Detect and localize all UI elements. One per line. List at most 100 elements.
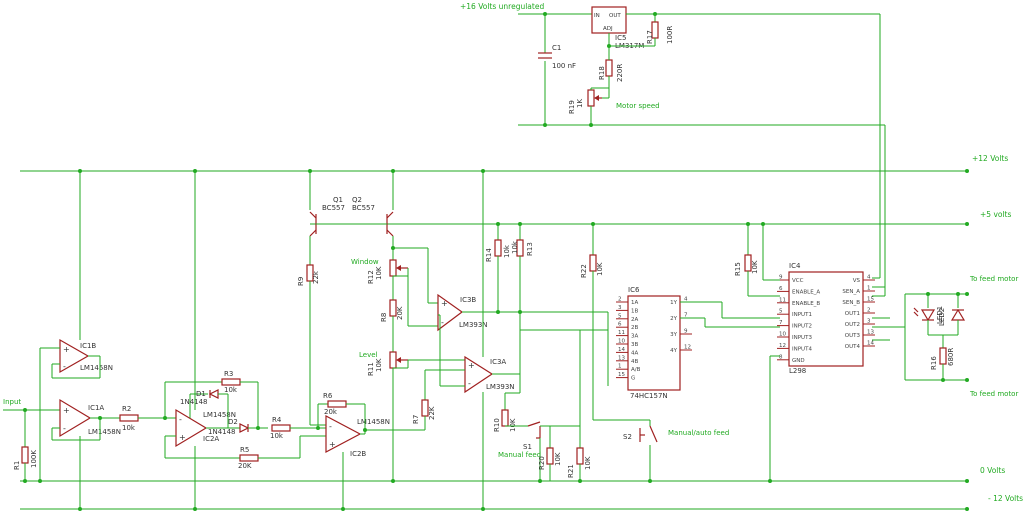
- svg-text:IC1A: IC1A: [88, 404, 104, 412]
- pin-name: 4A: [631, 350, 638, 356]
- svg-text:S2: S2: [623, 433, 632, 441]
- level-label: Level: [359, 351, 378, 359]
- svg-text:-: -: [179, 415, 182, 424]
- pin-number: 4: [867, 275, 871, 281]
- pin-number: 10: [618, 339, 625, 345]
- pin-name: 3Y: [670, 332, 677, 338]
- diode-d1: D1 1N4148: [180, 389, 219, 406]
- svg-text:LM1458N: LM1458N: [357, 418, 390, 426]
- svg-text:IC3B: IC3B: [460, 296, 476, 304]
- rectifier-section: - + IC2A LM1458N R3 10k D1 1N4148 D2: [163, 169, 326, 511]
- svg-text:Q2: Q2: [352, 196, 362, 204]
- svg-text:R17: R17: [646, 30, 654, 44]
- manual-feed-label: Manual feed: [498, 451, 541, 459]
- svg-text:10K: 10K: [375, 358, 383, 372]
- svg-text:ADJ: ADJ: [603, 26, 613, 32]
- pin-name: 1A: [631, 300, 638, 306]
- motor-speed-label: Motor speed: [616, 102, 660, 110]
- manual-auto-switch-s2[interactable]: S2 Manual/auto feed: [623, 425, 729, 443]
- svg-text:100R: 100R: [666, 26, 674, 44]
- pin-number: 6: [779, 286, 783, 292]
- svg-text:100 nF: 100 nF: [552, 62, 576, 70]
- pin-name: VCC: [792, 278, 804, 284]
- svg-text:BC557: BC557: [322, 204, 345, 212]
- svg-text:LED1: LED1: [936, 306, 944, 324]
- pin-number: 14: [618, 347, 625, 353]
- svg-text:OUT: OUT: [609, 13, 621, 19]
- svg-text:R15: R15: [734, 262, 742, 276]
- rail-end-dot: [965, 222, 969, 226]
- comparator-ic3a: + - IC3A LM393N: [464, 355, 515, 394]
- svg-text:-: -: [63, 424, 66, 433]
- opamp-ic2a: - + IC2A LM1458N: [175, 408, 236, 448]
- pin-number: 3: [618, 305, 622, 311]
- pin-name: INPUT3: [792, 335, 812, 341]
- pin-number: 10: [779, 332, 786, 338]
- svg-text:20K: 20K: [238, 462, 252, 470]
- pin-number: 8: [779, 354, 783, 360]
- opamp-ic1b: + - IC1B LM1458N: [59, 338, 113, 374]
- pin-name: 2A: [631, 317, 638, 323]
- pin-name: 1B: [631, 308, 638, 314]
- svg-text:LM393N: LM393N: [486, 383, 515, 391]
- svg-text:R4: R4: [272, 416, 282, 424]
- svg-text:20k: 20k: [324, 408, 338, 416]
- svg-text:R6: R6: [323, 392, 333, 400]
- svg-text:R7: R7: [412, 415, 420, 424]
- svg-text:IC6: IC6: [628, 286, 640, 294]
- pin-name: A/B: [631, 367, 641, 373]
- svg-text:C1: C1: [552, 44, 561, 52]
- svg-text:IC1B: IC1B: [80, 342, 96, 350]
- pin-number: 11: [618, 330, 625, 336]
- comparator-ic3b: + - IC3B LM393N: [437, 293, 488, 332]
- output-section: To feed motor To feed motor LED1 LED2 R1…: [872, 275, 1018, 398]
- regulator-ic5: IN OUT ADJ IC5 LM317M: [591, 6, 644, 50]
- svg-text:10k: 10k: [511, 240, 519, 254]
- svg-text:10k: 10k: [503, 244, 511, 258]
- svg-text:10k: 10k: [270, 432, 284, 440]
- pin-name: 4Y: [670, 348, 677, 354]
- pin-name: ENABLE_B: [792, 301, 820, 307]
- svg-text:R2: R2: [122, 405, 131, 413]
- rail-end-dot: [965, 479, 969, 483]
- pin-number: 9: [684, 329, 688, 335]
- manual-feed-switch-s1[interactable]: S1 Manual feed: [498, 421, 541, 459]
- svg-text:10K: 10K: [554, 452, 562, 466]
- pin-name: OUT4: [845, 344, 861, 350]
- svg-text:R12: R12: [367, 270, 375, 284]
- resistor-r9: R9 22k: [297, 264, 320, 286]
- svg-text:1N4148: 1N4148: [208, 428, 236, 436]
- svg-text:LM393N: LM393N: [459, 321, 488, 329]
- svg-text:S1: S1: [523, 443, 532, 451]
- pin-name: INPUT2: [792, 324, 812, 330]
- svg-text:R3: R3: [224, 370, 233, 378]
- svg-text:10K: 10K: [751, 260, 759, 274]
- svg-text:D2: D2: [228, 418, 238, 426]
- svg-text:R11: R11: [367, 362, 375, 376]
- transistor-q2: Q2 BC557: [352, 196, 394, 237]
- resistor-r18: R18 220R: [598, 59, 624, 82]
- svg-text:R19: R19: [568, 100, 576, 114]
- svg-text:+: +: [468, 361, 475, 370]
- svg-text:1K: 1K: [576, 99, 584, 108]
- buffer-section: - + IC2B LM1458N R6 20k: [316, 392, 390, 511]
- svg-text:10K: 10K: [596, 262, 604, 276]
- svg-text:R8: R8: [380, 313, 388, 322]
- resistor-r5: R5 20K: [238, 446, 259, 470]
- pin-name: 3A: [631, 334, 638, 340]
- rail-label-plus5: +5 volts: [980, 210, 1011, 219]
- resistor-r10: R10 10K: [493, 409, 517, 432]
- pin-number: 1: [618, 364, 622, 370]
- pin-number: 13: [867, 330, 874, 336]
- svg-text:R21: R21: [567, 464, 575, 478]
- pin-name: GND: [792, 358, 805, 364]
- svg-text:74HC157N: 74HC157N: [630, 392, 668, 400]
- pin-number: 5: [618, 313, 622, 319]
- pin-number: 7: [684, 313, 688, 319]
- pin-name: G: [631, 376, 635, 382]
- svg-text:IC4: IC4: [789, 262, 801, 270]
- pin-number: 6: [618, 322, 622, 328]
